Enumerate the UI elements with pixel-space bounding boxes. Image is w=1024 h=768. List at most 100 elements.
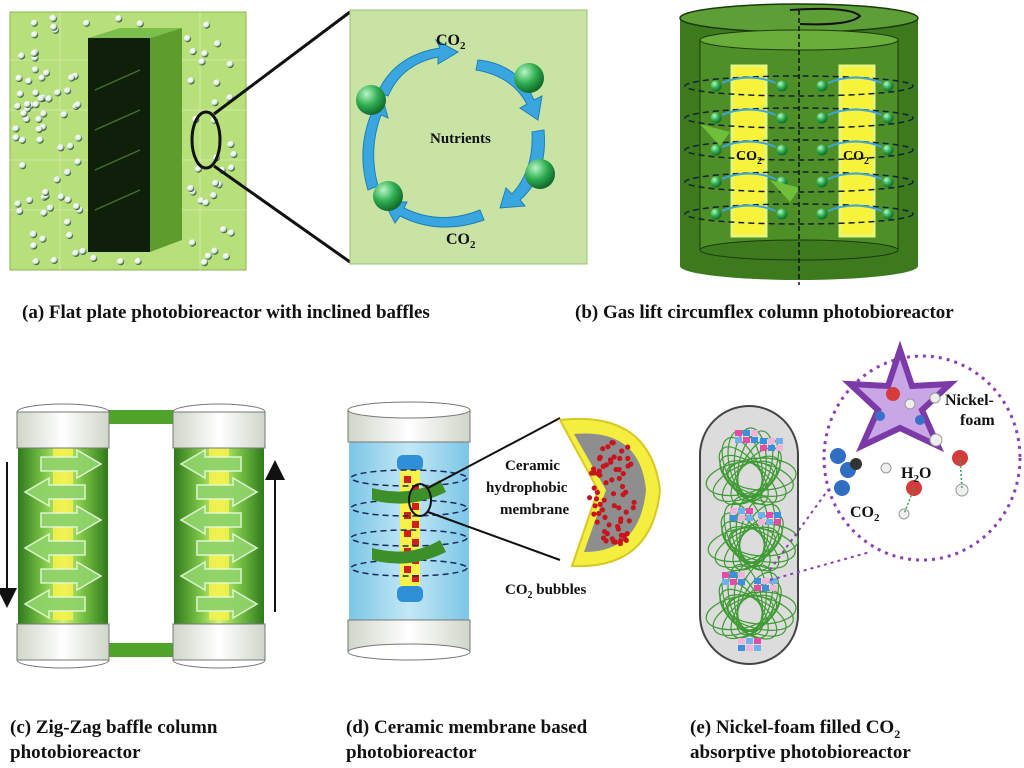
baffle-arrow <box>40 504 103 536</box>
cell-sphere <box>882 80 894 92</box>
foam-cube <box>770 585 777 591</box>
panel-a-sphere <box>525 159 555 189</box>
membrane-pore <box>623 509 629 515</box>
panel-c-right-baffle-arrows <box>179 448 259 620</box>
algae-cell <box>32 258 40 266</box>
membrane-pore <box>596 468 602 474</box>
cell-sphere <box>816 80 828 92</box>
algae-cell <box>54 89 62 97</box>
panel-a-nutrients-label: Nutrients <box>430 131 491 147</box>
flow-arrow <box>827 204 883 212</box>
membrane-pore <box>611 454 617 460</box>
panel-e-star-molecules <box>875 387 941 425</box>
foam-cube <box>751 437 758 443</box>
membrane-pore <box>612 539 618 545</box>
foam-cube <box>730 572 737 578</box>
membrane-pore <box>593 496 600 502</box>
foam-cube <box>730 508 737 514</box>
panel-d-helix <box>350 469 468 577</box>
membrane-pore <box>610 440 616 446</box>
panel-e-co2-label: CO2 <box>850 504 880 524</box>
flow-arrow <box>721 140 777 148</box>
panel-b-caption: (b) Gas lift circumflex column photobior… <box>575 302 954 323</box>
baffle-leaf <box>700 124 730 146</box>
algae-cell <box>63 218 72 226</box>
foam-cube <box>754 585 761 591</box>
membrane-pore <box>616 505 622 511</box>
algae-cell <box>29 231 37 239</box>
algae-cell <box>32 89 40 97</box>
foam-cube <box>743 437 750 443</box>
algae-cell <box>53 176 61 184</box>
foam-cube <box>735 437 742 443</box>
cell-sphere <box>882 176 894 188</box>
foam-cube <box>746 508 753 514</box>
algae-cell <box>227 164 235 172</box>
algae-cell <box>46 204 55 212</box>
membrane-pore <box>600 446 606 452</box>
baffle-arrow <box>196 476 259 508</box>
membrane-pore <box>625 463 631 469</box>
cell-sphere <box>776 80 788 92</box>
algae-cell <box>63 168 72 177</box>
foam-cube <box>738 645 745 651</box>
membrane-pore <box>594 489 601 495</box>
baffle-arrow <box>196 588 259 620</box>
algae-cell <box>14 102 22 111</box>
panel-d-membrane-pores <box>587 440 637 547</box>
membrane-pore <box>591 511 597 517</box>
panel-c-right-top-cap-body <box>172 411 266 449</box>
panel-c-left-baffle-arrows <box>23 448 103 620</box>
membrane-pore <box>603 480 609 486</box>
panel-b-gas-lift: CO2 CO2 <box>679 3 919 285</box>
membrane-pore <box>626 518 632 524</box>
cell-sphere <box>816 208 828 220</box>
panel-e-nickel-foam-label-2: foam <box>960 412 995 429</box>
panel-a-inset-bottom-label: CO2 <box>446 231 476 251</box>
foam-cube <box>762 578 769 584</box>
foam-cube <box>760 438 767 444</box>
algae-cell <box>222 253 230 261</box>
algae-cell <box>188 239 196 247</box>
membrane-pore <box>597 501 603 507</box>
algae-cell <box>12 125 20 133</box>
baffle-leaf <box>770 180 800 202</box>
panel-d-membrane-label-2: hydrophobic <box>486 480 568 496</box>
algae-cell <box>40 209 48 217</box>
algae-cell <box>36 136 44 144</box>
membrane-pore <box>617 540 624 547</box>
panel-b-left-co2: CO2 <box>736 149 762 167</box>
foam-cube <box>754 638 761 644</box>
membrane-pore <box>616 475 622 481</box>
panel-d-bottom-cap <box>347 643 471 661</box>
panel-c-left-bottom-cap-body <box>16 623 110 661</box>
foam-cube <box>735 430 742 436</box>
algae-cell <box>30 242 38 250</box>
panel-a-plate-side <box>150 28 182 252</box>
algae-cell <box>82 19 91 27</box>
cell-sphere <box>816 112 828 124</box>
flow-arrow <box>827 108 883 116</box>
panel-e-nickel-foam-label-1: Nickel- <box>945 392 994 409</box>
algae-cell <box>183 35 192 43</box>
algae-cell <box>20 110 28 118</box>
foam-cube <box>758 519 765 525</box>
membrane-pore <box>630 505 636 511</box>
foam-cube <box>751 430 758 436</box>
membrane-pore <box>600 535 607 541</box>
algae-cell <box>210 192 218 200</box>
algae-cell <box>57 193 65 201</box>
algae-cell <box>211 179 220 187</box>
panel-e-cubes <box>722 430 783 651</box>
algae-cell <box>227 141 235 149</box>
foam-cube <box>738 572 745 578</box>
foam-cube <box>776 438 783 444</box>
co2-bubble <box>404 476 411 483</box>
membrane-pore <box>596 510 602 517</box>
panel-c-caption-line1: (c) Zig-Zag baffle column <box>10 717 218 738</box>
panel-e-zoom-line-2 <box>769 551 871 581</box>
panel-a-grid <box>10 12 246 270</box>
baffle-arrow <box>179 560 242 592</box>
baffle-arrow <box>23 588 86 620</box>
foam-cube <box>758 512 765 518</box>
